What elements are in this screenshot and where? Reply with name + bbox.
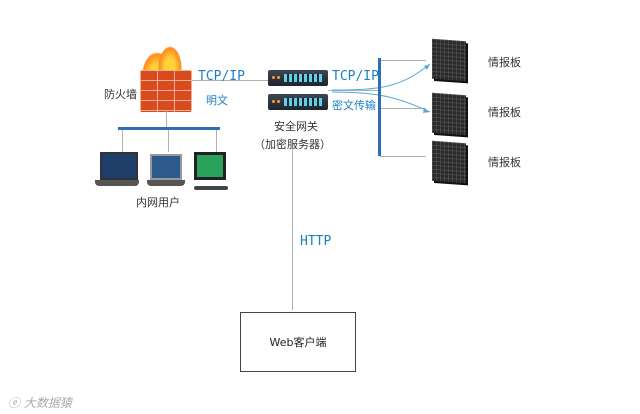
firewall-label: 防火墙 bbox=[104, 88, 137, 101]
arrow-head-2 bbox=[423, 108, 430, 113]
info-board-3-label: 情报板 bbox=[488, 156, 521, 169]
info-board-3 bbox=[432, 140, 466, 184]
laptop-2-icon bbox=[147, 154, 185, 186]
info-board-1 bbox=[432, 38, 466, 82]
right-protocol-label: TCP/IP bbox=[332, 69, 379, 84]
firewall-intranet-line bbox=[166, 110, 167, 128]
left-mode-label: 明文 bbox=[206, 94, 228, 107]
arrow-to-board2 bbox=[331, 91, 431, 113]
intranet-label: 内网用户 bbox=[136, 196, 180, 209]
client-protocol-label: HTTP bbox=[300, 234, 332, 249]
intranet-drop-1 bbox=[122, 130, 123, 152]
info-board-2 bbox=[432, 92, 466, 136]
brick-wall-icon bbox=[140, 70, 192, 112]
server-unit-bottom bbox=[268, 94, 328, 110]
info-board-1-label: 情报板 bbox=[488, 56, 521, 69]
gateway-icon bbox=[268, 70, 330, 112]
bar-board1-line bbox=[380, 60, 426, 61]
desktop-icon bbox=[194, 152, 228, 190]
web-client-label: Web客户端 bbox=[269, 336, 327, 349]
left-protocol-label: TCP/IP bbox=[198, 69, 245, 84]
arrow-to-board1 bbox=[331, 63, 431, 91]
firewall-icon bbox=[136, 46, 196, 112]
flame-icon bbox=[158, 46, 182, 74]
distribution-bar bbox=[378, 58, 381, 156]
watermark-logo-icon: ⓔ bbox=[8, 396, 24, 410]
bar-board2-line bbox=[380, 108, 426, 109]
intranet-bus bbox=[118, 127, 220, 130]
encrypted-arrows bbox=[331, 63, 431, 113]
right-mode-label: 密文传输 bbox=[332, 99, 376, 112]
laptop-icon bbox=[95, 152, 139, 186]
intranet-drop-3 bbox=[216, 130, 217, 152]
gateway-label: 安全网关 bbox=[274, 120, 318, 133]
info-board-2-label: 情报板 bbox=[488, 106, 521, 119]
server-unit-top bbox=[268, 70, 328, 86]
gateway-bar-line bbox=[328, 90, 380, 91]
arrow-head-1 bbox=[424, 64, 430, 70]
intranet-drop-2 bbox=[168, 130, 169, 152]
web-client-box: Web客户端 bbox=[240, 312, 356, 372]
watermark-text: 大数据猿 bbox=[23, 396, 72, 410]
watermark: ⓔ 大数据猿 bbox=[8, 394, 72, 411]
bar-board3-line bbox=[380, 156, 426, 157]
gateway-sublabel: （加密服务器） bbox=[254, 138, 331, 151]
gateway-client-line bbox=[292, 150, 293, 310]
firewall-gateway-line bbox=[192, 80, 272, 81]
